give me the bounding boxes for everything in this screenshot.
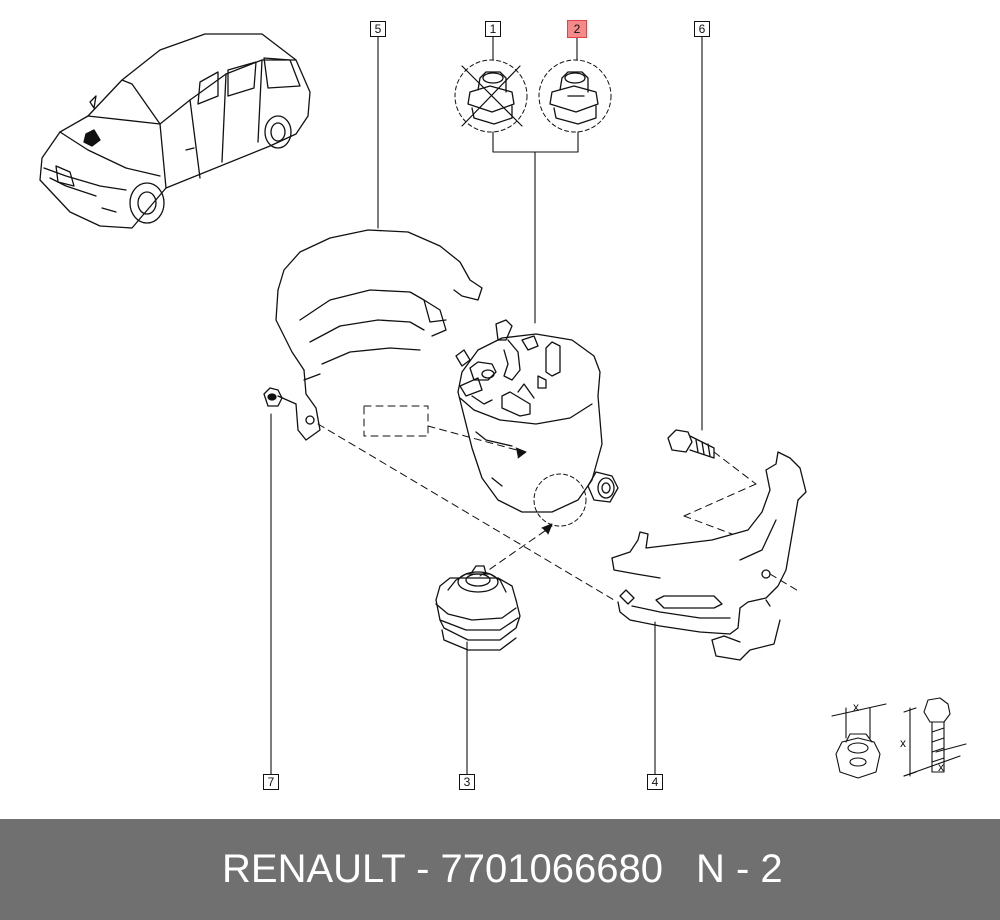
callout-1: 1	[485, 21, 501, 37]
callout-4: 4	[647, 774, 663, 790]
leader-lines	[270, 36, 703, 775]
brand-part-number: RENAULT - 7701066680	[222, 847, 664, 891]
part-3-connector	[435, 565, 521, 651]
arrow-head	[515, 447, 527, 459]
callout-5: 5	[370, 21, 386, 37]
nut-dimension-mark: x	[853, 700, 859, 714]
footer-bar: RENAULT - 7701066680 N - 2	[0, 819, 1000, 920]
part-2-connector	[538, 59, 612, 133]
callout-6: 6	[694, 21, 710, 37]
callout-3: 3	[459, 774, 475, 790]
assembly-lines	[317, 405, 801, 601]
part-4-lower-bracket	[611, 451, 807, 661]
part-5-upper-bracket	[275, 229, 483, 441]
part-1-connector-superseded	[454, 59, 528, 133]
bolt-diameter-mark: x	[938, 760, 944, 774]
fastener-dimension-legend	[831, 697, 967, 779]
fuel-filter-assembly	[455, 319, 619, 527]
bolt-length-mark: x	[900, 736, 906, 750]
page-indicator: N - 2	[696, 847, 783, 891]
part-7-nut	[263, 387, 283, 407]
callout-7: 7	[263, 774, 279, 790]
arrow-head-2	[541, 523, 553, 535]
callout-2-highlighted: 2	[567, 20, 587, 38]
part-6-bolt	[667, 429, 715, 459]
exploded-view-drawing	[39, 33, 967, 779]
vehicle-thumbnail	[39, 33, 311, 229]
